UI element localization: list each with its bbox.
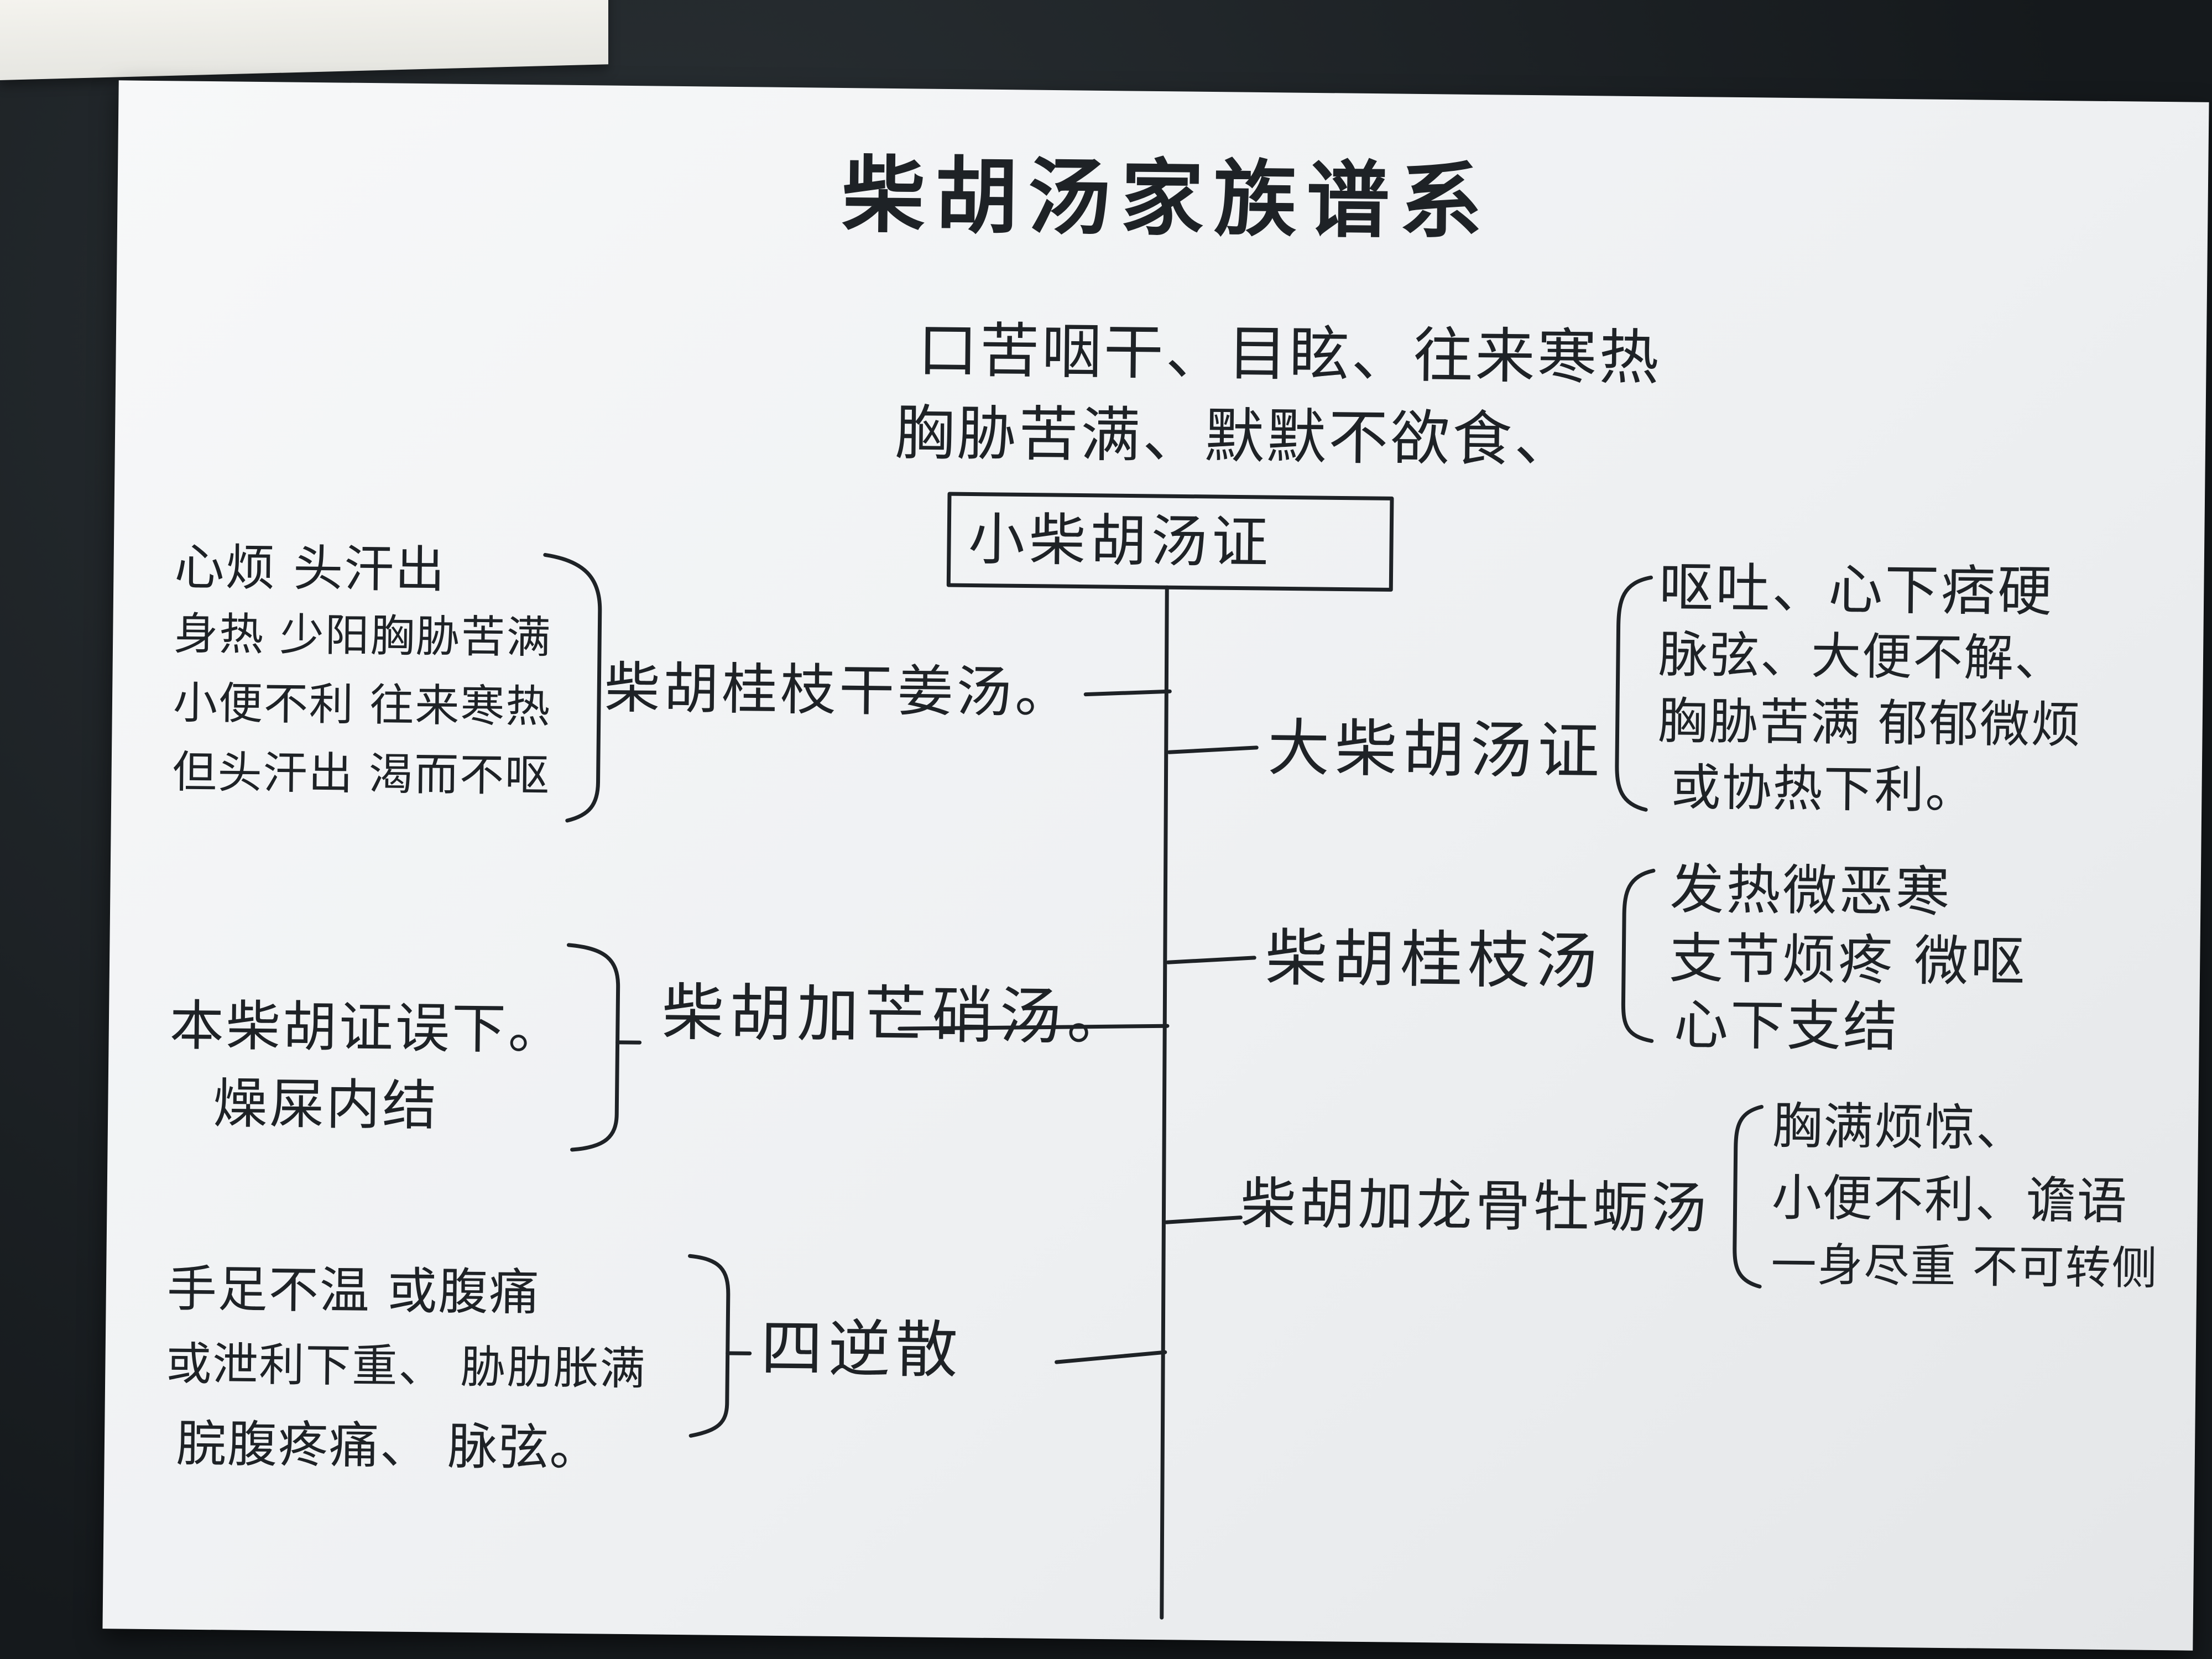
paper-sheet: 柴胡汤家族谱系 口苦咽干、目眩、往来寒热 胸胁苦满、默默不欲食、 小柴胡汤证 大… xyxy=(102,80,2209,1651)
symptom-left-1-line-3: 小便不利 往来寒热 xyxy=(173,677,551,733)
formula-da-chaihu: 大柴胡汤证 xyxy=(1267,712,1605,788)
bracket-right-1 xyxy=(1615,575,1653,812)
symptom-right-2-line-1: 发热微恶寒 xyxy=(1669,858,1953,925)
diagram-title: 柴胡汤家族谱系 xyxy=(841,147,1493,251)
bracket-left-2 xyxy=(566,943,620,1152)
core-symptoms-line-1: 口苦咽干、目眩、往来寒热 xyxy=(917,316,1662,393)
symptom-left-1-line-4: 但头汗出 渴而不呕 xyxy=(172,746,551,802)
bracket-right-3 xyxy=(1733,1104,1764,1288)
symptom-left-3-line-1: 手足不温 或腹痛 xyxy=(166,1260,541,1322)
branch-line-right-2 xyxy=(1166,956,1256,964)
symptom-right-2-line-3: 心下支结 xyxy=(1673,993,1900,1060)
bracket-right-2 xyxy=(1621,868,1656,1043)
formula-chaihu-longgu-muli: 柴胡加龙骨牡蛎汤 xyxy=(1240,1171,1710,1241)
symptom-right-3-line-2: 小便不利、谵语 xyxy=(1771,1168,2128,1231)
background-paper-sheet xyxy=(0,0,608,81)
symptom-right-1-line-1: 呕吐、心下痞硬 xyxy=(1658,556,2054,624)
symptom-right-1-line-4: 或协热下利。 xyxy=(1670,758,1977,820)
branch-line-right-1 xyxy=(1167,745,1259,754)
symptom-left-3-line-2: 或泄利下重、 胁肋胀满 xyxy=(165,1338,646,1396)
branch-line-left-3 xyxy=(1055,1350,1167,1364)
formula-chaihu-guizhi: 柴胡桂枝汤 xyxy=(1265,922,1603,998)
trunk-line xyxy=(1160,585,1169,1620)
symptom-left-1-line-2: 身热 少阳胸胁苦满 xyxy=(173,608,552,664)
center-formula-label: 小柴胡汤证 xyxy=(968,507,1273,576)
formula-chaihu-guizhi-ganjiang: 柴胡桂枝干姜汤。 xyxy=(604,655,1074,726)
symptom-left-2-line-1: 本柴胡证误下。 xyxy=(169,994,565,1062)
symptom-right-2-line-2: 支节烦疼 微呕 xyxy=(1668,927,2028,994)
bracket-left-3 xyxy=(688,1254,731,1438)
symptom-right-1-line-3: 胸胁苦满 郁郁微烦 xyxy=(1657,692,2082,755)
symptom-right-1-line-2: 脉弦、大便不解、 xyxy=(1658,625,2066,688)
branch-line-left-1 xyxy=(1083,689,1172,697)
branch-line-right-3 xyxy=(1164,1215,1243,1224)
symptom-right-3-line-1: 胸满烦惊、 xyxy=(1772,1097,2027,1158)
symptom-left-1-line-1: 心烦 头汗出 xyxy=(174,538,446,599)
symptom-left-3-line-3: 脘腹疼痛、 脉弦。 xyxy=(176,1415,601,1478)
formula-sini-san: 四逆散 xyxy=(760,1312,964,1387)
symptom-right-3-line-3: 一身尽重 不可转侧 xyxy=(1771,1238,2159,1296)
symptom-left-2-line-2: 燥屎内结 xyxy=(212,1072,439,1138)
formula-chaihu-mangxiao: 柴胡加芒硝汤。 xyxy=(661,977,1135,1054)
core-symptoms-line-2: 胸胁苦满、默默不欲食、 xyxy=(894,399,1577,475)
